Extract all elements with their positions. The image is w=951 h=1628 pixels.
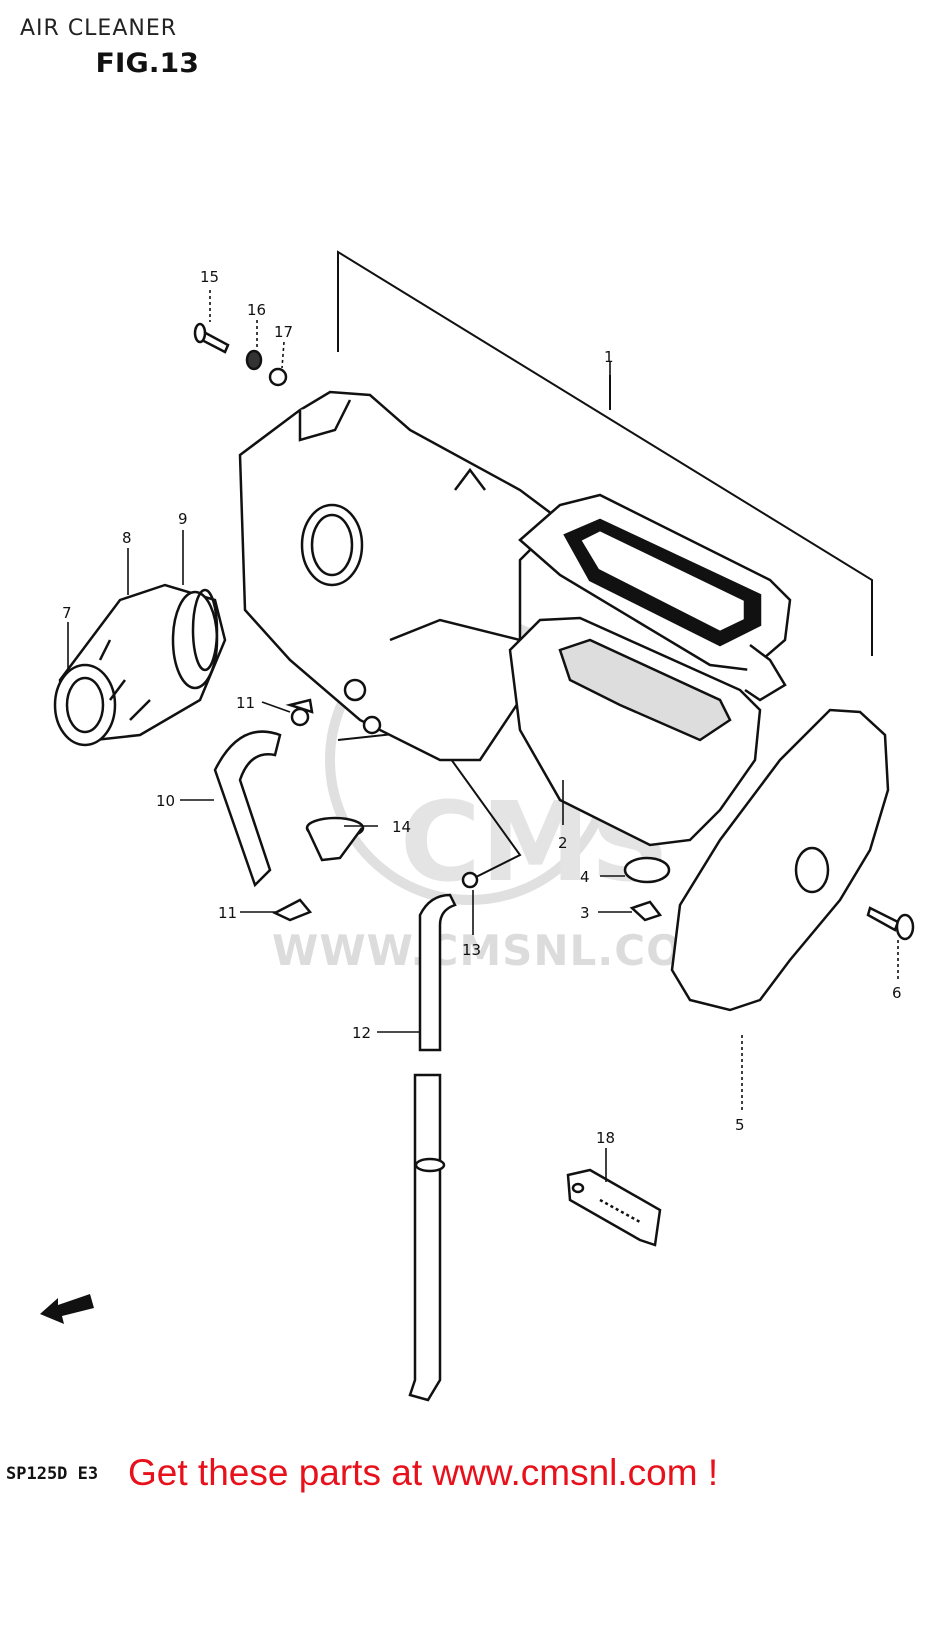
parts-diagram-stage: AIR CLEANER FIG.13 WWW.CMSNL.COM CMS [6,16,915,1493]
callout-6: 6 [892,984,902,1002]
callout-4: 4 [580,868,590,886]
callout-3: 3 [580,904,590,922]
callout-labels: 1 2 3 4 5 6 7 8 9 10 11 11 12 13 14 15 1… [62,268,902,1147]
leader-lines [67,290,899,1182]
watermark-text: WWW.CMSNL.COM [272,926,726,975]
callout-11-lower: 11 [218,904,237,922]
callout-13: 13 [462,941,481,959]
model-code: SP125D E3 [6,1464,99,1484]
callout-17: 17 [274,323,293,341]
drain-plug [305,816,365,862]
callout-16: 16 [247,301,266,319]
strap-band [566,1168,662,1247]
cover-screw [866,906,915,941]
intake-boot [53,583,227,747]
page-title: AIR CLEANER [20,16,178,41]
callout-1: 1 [604,348,614,366]
callout-11-upper: 11 [236,694,255,712]
callout-15: 15 [200,268,219,286]
callout-18: 18 [596,1129,615,1147]
exploded-view-diagram: CMS [53,250,915,1402]
grommet-and-clip [623,856,671,922]
callout-5: 5 [735,1116,745,1134]
front-arrow-icon [40,1294,94,1324]
breather-hose [213,730,282,888]
element-frame [518,493,792,702]
figure-number: FIG.13 [95,48,199,79]
filter-element [508,616,762,847]
callout-8: 8 [122,529,132,547]
mounting-hardware [193,322,288,387]
cta-link[interactable]: Get these parts at www.cmsnl.com ! [128,1452,719,1493]
callout-7: 7 [62,604,72,622]
air-cleaner-cover [670,708,890,1012]
front-direction-arrow-icon [38,1588,98,1628]
callout-12: 12 [352,1024,371,1042]
callout-14: 14 [392,818,411,836]
callout-9: 9 [178,510,188,528]
callout-10: 10 [156,792,175,810]
drain-tube [408,871,479,1402]
air-cleaner-case [238,390,562,762]
callout-2: 2 [558,834,568,852]
hose-clamps [272,698,314,922]
